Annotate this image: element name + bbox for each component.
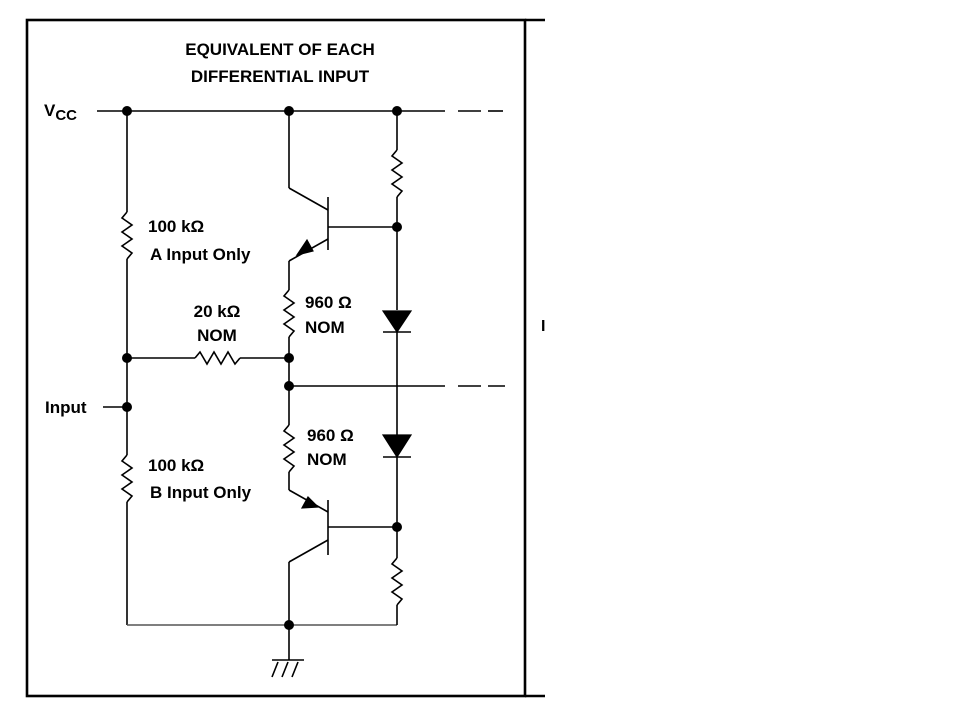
resistor-a-value: 100 kΩ — [148, 217, 204, 236]
input-node — [122, 402, 132, 412]
resistor-right-upper — [390, 149, 404, 198]
schematic-frame — [25, 18, 527, 698]
resistor-b-note: B Input Only — [150, 483, 252, 502]
lower-transistor — [288, 489, 397, 625]
resistor-960-lower — [282, 424, 296, 473]
vcc-label-main: V — [44, 101, 56, 120]
resistor-960-lower-value: 960 Ω — [307, 426, 354, 445]
resistor-a-note: A Input Only — [150, 245, 251, 264]
right-node-lower-base — [392, 522, 402, 532]
resistor-960-upper-note: NOM — [305, 318, 345, 337]
resistor-b-value: 100 kΩ — [148, 456, 204, 475]
resistor-960-lower-note: NOM — [307, 450, 347, 469]
resistor-b — [120, 454, 134, 503]
resistor-20k — [194, 350, 241, 366]
upper-transistor — [288, 111, 397, 262]
diagram-title-line1: EQUIVALENT OF EACH — [185, 40, 375, 59]
resistor-a — [120, 211, 134, 260]
diode-lower — [381, 434, 413, 459]
resistor-right-lower — [390, 557, 404, 606]
resistor-20k-value: 20 kΩ — [194, 302, 241, 321]
ground-symbol — [271, 659, 304, 678]
input-label: Input — [45, 398, 87, 417]
right-panel-mark: I — [541, 318, 545, 335]
resistor-960-upper — [282, 289, 296, 338]
vcc-label: VCC — [44, 101, 77, 124]
resistor-960-upper-value: 960 Ω — [305, 293, 352, 312]
vcc-label-sub: CC — [55, 107, 77, 124]
right-node-upper-base — [392, 222, 402, 232]
diagram-title-line2: DIFFERENTIAL INPUT — [191, 67, 370, 86]
diode-upper — [381, 310, 413, 334]
resistor-20k-note: NOM — [197, 326, 237, 345]
